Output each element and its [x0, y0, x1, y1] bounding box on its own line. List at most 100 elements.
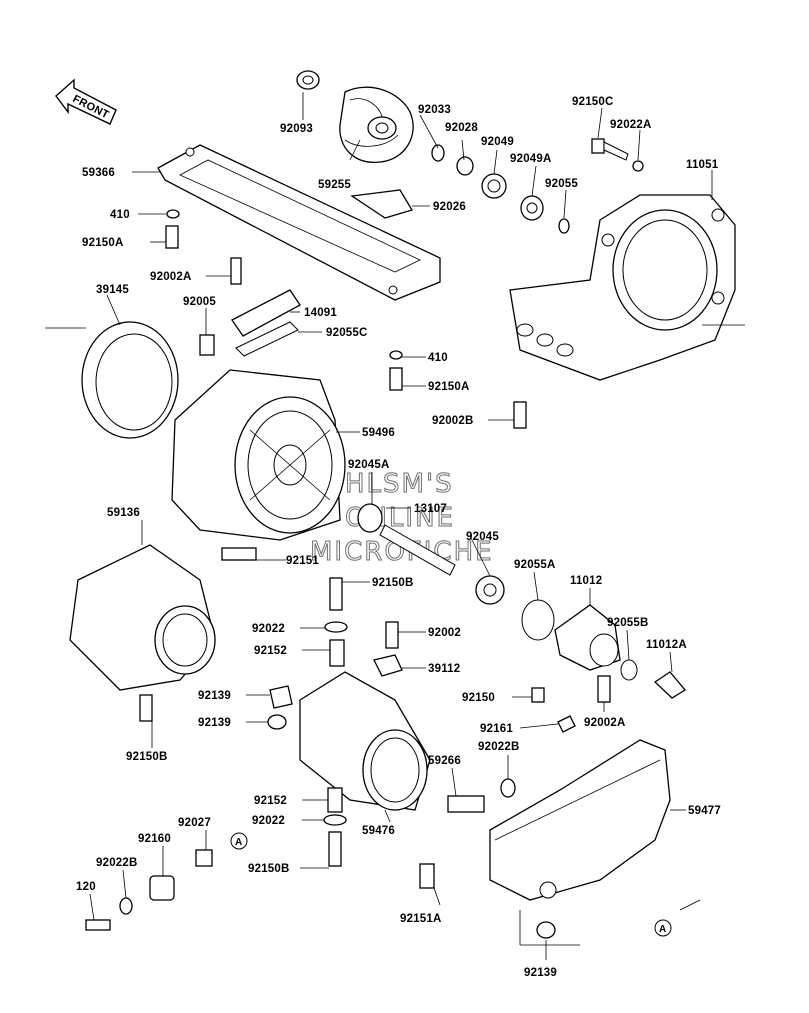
label-13107: 13107 [414, 503, 447, 515]
label-92150B-top: 92150B [372, 577, 413, 589]
part-92161 [557, 715, 576, 733]
bolt-92002B-part [513, 401, 527, 429]
label-120: 120 [76, 881, 96, 893]
label-39112: 39112 [428, 663, 460, 675]
label-92045A: 92045A [348, 459, 389, 471]
label-11012: 11012 [570, 575, 602, 587]
bolt-stack-top-part [324, 577, 348, 667]
fitting-59266-part [447, 795, 485, 813]
label-92002A-top: 92002A [150, 271, 191, 283]
bolt-92151A-part [419, 863, 435, 889]
label-92005: 92005 [183, 296, 216, 308]
shim-92026-part [350, 189, 413, 219]
label-59476: 59476 [362, 825, 395, 837]
part-92160 [149, 875, 175, 901]
part-92027 [195, 849, 213, 867]
label-92049A: 92049A [510, 153, 551, 165]
label-92055B: 92055B [607, 617, 648, 629]
label-11051: 11051 [686, 159, 719, 171]
label-92045: 92045 [466, 531, 499, 543]
oring-92055C-part [235, 321, 299, 357]
label-92022-top: 92022 [252, 623, 285, 635]
label-92150A-bottom: 92150A [428, 381, 469, 393]
cap-11012-part [554, 604, 621, 671]
label-92027: 92027 [178, 817, 211, 829]
label-92055C: 92055C [326, 327, 367, 339]
label-92150: 92150 [462, 692, 495, 704]
label-59136: 59136 [107, 507, 140, 519]
label-92002B: 92002B [432, 415, 473, 427]
nozzle-59136-part [69, 544, 216, 691]
bearing-stack-part [431, 144, 570, 234]
label-92139-b: 92139 [198, 717, 231, 729]
bolt-92150-part [531, 687, 545, 703]
pump-case-59496-part [171, 369, 346, 541]
plug-11012A-part [653, 671, 686, 699]
label-59255: 59255 [318, 179, 351, 191]
reverse-bucket-59477-part [489, 739, 671, 901]
label-92028: 92028 [445, 122, 478, 134]
washer-92022B-part [500, 778, 516, 798]
callout-a-upper: A [230, 832, 248, 850]
label-92022-bottom: 92022 [252, 815, 285, 827]
label-92152-top: 92152 [254, 645, 287, 657]
svg-text:A: A [235, 837, 242, 848]
shaft-92045-part [379, 524, 505, 605]
label-14091: 14091 [304, 307, 337, 319]
label-92151: 92151 [286, 555, 319, 567]
bolt-stack-bottom-part [323, 787, 347, 867]
bolt-92150B-left-part [139, 694, 153, 722]
bushing-92139b-part [267, 714, 287, 730]
bolt-92002A-part [230, 257, 242, 285]
oring-92055B-part [620, 659, 638, 681]
label-410-top: 410 [110, 209, 130, 221]
label-92151A: 92151A [400, 913, 441, 925]
label-59266: 59266 [428, 755, 461, 767]
label-92139-c: 92139 [524, 967, 557, 979]
label-59496: 59496 [362, 427, 395, 439]
label-92150A-top: 92150A [82, 237, 123, 249]
bolt-92150C-part [591, 138, 644, 172]
label-92022B-left: 92022B [96, 857, 137, 869]
svg-text:A: A [659, 924, 666, 935]
label-39145: 39145 [96, 284, 129, 296]
bolt-92151-part [221, 547, 257, 561]
label-92049: 92049 [481, 136, 514, 148]
bracket-39112-part [373, 654, 403, 677]
label-92055: 92055 [545, 178, 578, 190]
bushing-92139c-part [536, 921, 556, 939]
label-92160: 92160 [138, 833, 171, 845]
bolt-120-part [85, 919, 111, 931]
leader-lines [45, 92, 745, 960]
label-92152-bottom: 92152 [254, 795, 287, 807]
bushing-13107-part [357, 503, 383, 533]
bushing-92139a-part [269, 685, 293, 709]
label-92022B: 92022B [478, 741, 519, 753]
seal-92093-part [296, 70, 320, 90]
bolt-92150Ab-part [389, 367, 403, 391]
washer-410b-part [389, 350, 403, 360]
plate-59366-part [157, 144, 441, 301]
pump-cover-11051-part [509, 194, 736, 381]
ring-39145-part [81, 321, 179, 439]
label-92055A: 92055A [514, 559, 555, 571]
label-92002A-bottom: 92002A [584, 717, 625, 729]
label-92150B-bottom: 92150B [248, 863, 289, 875]
bolt-92150A-part [165, 225, 179, 249]
callout-a-lower: A [654, 919, 672, 937]
label-410-bottom: 410 [428, 352, 448, 364]
label-92093: 92093 [280, 123, 313, 135]
fitting-92005-part [199, 334, 215, 356]
label-92150B-left: 92150B [126, 751, 167, 763]
front-arrow-icon: FRONT [55, 78, 117, 125]
bolt-92002Ab-part [597, 675, 611, 703]
oring-92055A-part [521, 599, 555, 641]
label-92150C: 92150C [572, 96, 613, 108]
label-92022A: 92022A [610, 119, 651, 131]
part-labels: 92093 92033 92028 92049 92049A 92055 921… [76, 96, 721, 979]
label-59477: 59477 [688, 805, 721, 817]
watermark-line-1: HLSM'S [345, 469, 454, 499]
steering-nozzle-59476-part [299, 671, 431, 811]
